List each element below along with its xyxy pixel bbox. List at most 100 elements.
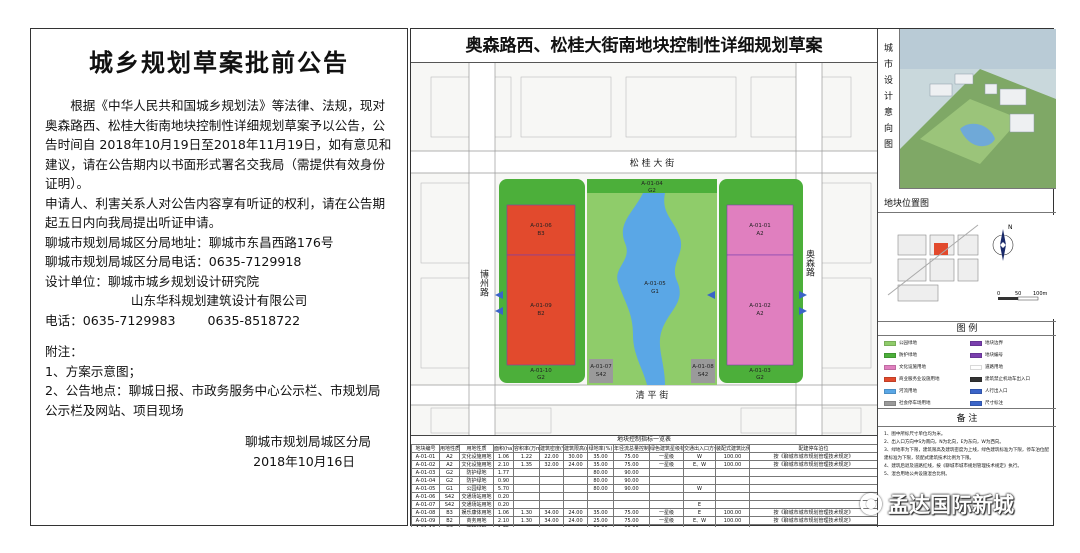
- table-cell: A2: [439, 452, 460, 461]
- table-cell: 90.00: [613, 476, 650, 485]
- table-cell: [539, 468, 564, 477]
- table-cell: 1.30: [513, 508, 540, 517]
- table-cell: [649, 468, 684, 477]
- table-cell: 35.00: [587, 460, 614, 469]
- table-cell: [587, 492, 614, 501]
- table-cell: A-01-04: [411, 476, 440, 485]
- access-arrows: [495, 291, 807, 315]
- table-cell: 按《聊城市城市规划管理技术规定》: [749, 508, 877, 517]
- notice-paragraph-2: 申请人、利害关系人对公告内容享有听证的权利，请在公告期起五日内向我局提出听证申请…: [45, 195, 386, 231]
- table-cell: 2.10: [493, 516, 514, 525]
- table-cell: G1: [439, 484, 460, 493]
- table-cell: [715, 476, 750, 485]
- table-cell: 34.00: [539, 508, 564, 517]
- notice-designer-2: 山东华科规划建筑设计有限公司: [130, 293, 308, 308]
- legend-item: 人行出入口: [970, 388, 1008, 394]
- table-cell: [513, 468, 540, 477]
- table-cell: [613, 492, 650, 501]
- notice-title: 城乡规划草案批前公告: [89, 49, 349, 77]
- table-cell: [513, 484, 540, 493]
- legend-item: 地块边界: [970, 340, 1003, 346]
- table-cell: 100.00: [715, 460, 750, 469]
- table-cell: A-01-10: [411, 524, 440, 527]
- table-cell: [563, 492, 588, 501]
- table-cell: 1.06: [493, 452, 514, 461]
- table-cell: [563, 484, 588, 493]
- parcel-a-01-09: [506, 254, 576, 366]
- notice-designer: 设计单位：聊城市城乡规划设计研究院: [45, 273, 260, 289]
- table-cell: 75.00: [613, 460, 650, 469]
- table-header-cell: 面积(ha): [493, 444, 514, 453]
- table-cell: 按《聊城市城市规划管理技术规定》: [749, 452, 877, 461]
- table-cell: 75.00: [613, 516, 650, 525]
- note-item: 3、绿地率为下限，建筑限高及建筑密度为上线，绿色建筑标准为下限，停车泊位配建标准…: [884, 448, 1049, 461]
- table-cell: A-01-03: [411, 468, 440, 477]
- parcel-a-01-07: [589, 359, 613, 383]
- parcel-code: A2: [756, 311, 763, 317]
- table-cell: 25.00: [587, 516, 614, 525]
- table-cell: 1.35: [513, 460, 540, 469]
- table-cell: [749, 524, 877, 527]
- table-cell: G2: [439, 468, 460, 477]
- table-cell: [563, 468, 588, 477]
- table-cell: 0.20: [493, 492, 514, 501]
- legend-item: 防护绿地: [884, 352, 917, 358]
- table-cell: 一星级: [649, 516, 684, 525]
- table-cell: [513, 524, 540, 527]
- table-cell: 90.00: [613, 524, 650, 527]
- table-cell: [513, 476, 540, 485]
- table-cell: [683, 476, 716, 485]
- legend: 公园绿地 防护绿地 文化设施用地 商业服务业设施用地 河流用地 社会停车场用地 …: [878, 335, 1056, 409]
- table-cell: A-01-05: [411, 484, 440, 493]
- notice-paragraph-1: 根据《中华人民共和国城乡规划法》等法律、法规，现对奥森路西、松桂大街南地块控制性…: [45, 98, 392, 191]
- table-cell: 24.00: [563, 508, 588, 517]
- side-panel: 城市设计意向图 地块位置图: [877, 29, 1056, 527]
- table-cell: G2: [439, 524, 460, 527]
- parcel-label: A-01-07: [590, 364, 612, 370]
- table-cell: A-01-06: [411, 492, 440, 501]
- table-cell: 1.75: [493, 524, 514, 527]
- table-cell: 32.00: [539, 460, 564, 469]
- north-label: N: [1008, 224, 1013, 231]
- table-title: 地块控制指标一览表: [616, 436, 671, 443]
- parcel-label: A-01-09: [530, 303, 552, 309]
- legend-item: 社会停车场用地: [884, 400, 931, 406]
- table-cell: W: [683, 452, 716, 461]
- table-cell: [539, 492, 564, 501]
- table-cell: E: [683, 508, 716, 517]
- table-cell: A-01-02: [411, 460, 440, 469]
- table-cell: [649, 492, 684, 501]
- table-cell: 100.00: [715, 452, 750, 461]
- scale-label: 50: [1015, 291, 1021, 297]
- table-cell: [587, 500, 614, 509]
- table-cell: A2: [439, 460, 460, 469]
- notice-panel: 城乡规划草案批前公告 根据《中华人民共和国城乡规划法》等法律、法规，现对奥森路西…: [30, 28, 408, 526]
- parcel-code: S42: [698, 372, 709, 378]
- note-item: 2、出入口方向中S为南向，N为北向，E为东向，W为西向。: [884, 440, 1004, 445]
- table-cell: [539, 500, 564, 509]
- table-cell: 80.00: [587, 476, 614, 485]
- table-cell: 2.10: [493, 460, 514, 469]
- legend-item: 文化设施用地: [884, 364, 926, 370]
- table-cell: 1.77: [493, 468, 514, 477]
- table-cell: E、W: [683, 460, 716, 469]
- table-cell: 防护绿地: [459, 476, 494, 485]
- table-cell: 30.00: [563, 452, 588, 461]
- parcel-a-01-06: [506, 204, 576, 256]
- legend-item: 道路用地: [970, 364, 1003, 370]
- figure-label: 图 例: [878, 321, 1056, 335]
- parcel-code: B3: [537, 231, 545, 237]
- table-header-cell: 建筑限高(m): [563, 444, 588, 453]
- table-cell: [749, 476, 877, 485]
- table-cell: [715, 500, 750, 509]
- table-cell: 1.30: [513, 516, 540, 525]
- parcel-code: G1: [651, 289, 659, 295]
- table-cell: [749, 468, 877, 477]
- table-cell: 交通场站用地: [459, 492, 494, 501]
